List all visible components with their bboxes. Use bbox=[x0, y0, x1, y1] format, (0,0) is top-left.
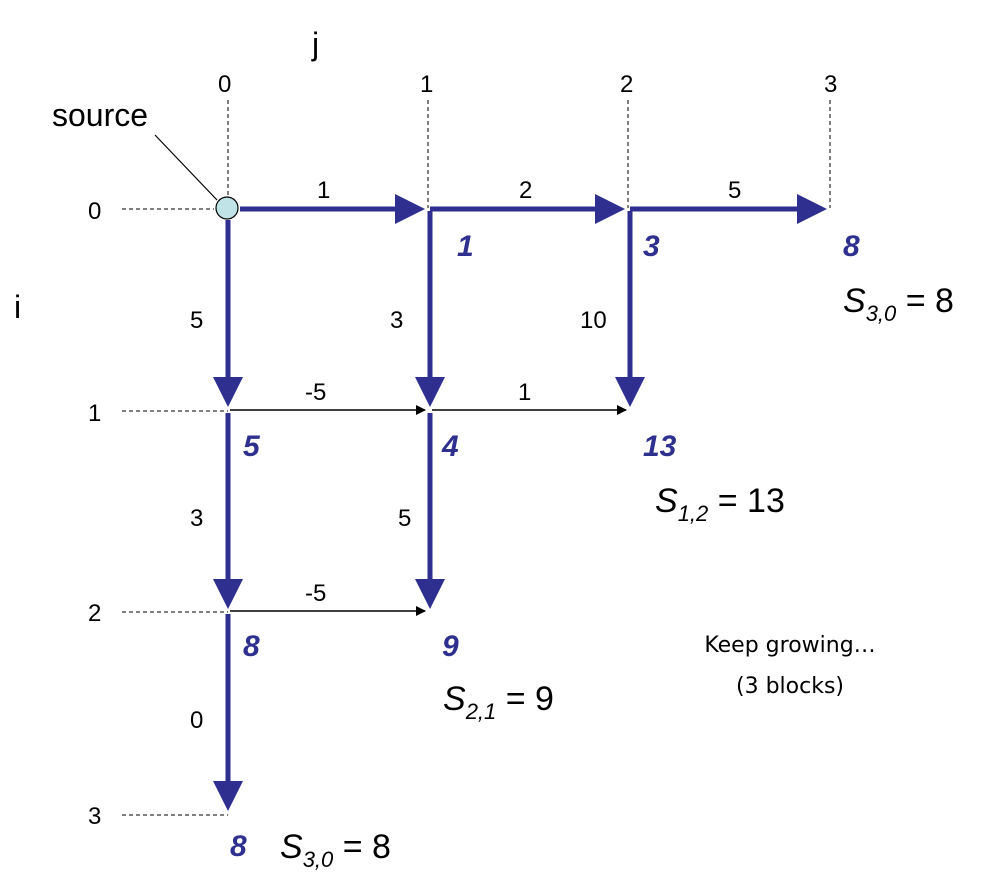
seq-2-letter: S bbox=[655, 482, 678, 520]
weight-v-col1-row0-1: 3 bbox=[390, 307, 403, 334]
seq-1-sub: 3,0 bbox=[866, 301, 897, 326]
weight-v-col0-row2-3: 0 bbox=[190, 707, 203, 734]
j-tick-2: 2 bbox=[620, 71, 633, 98]
seq-2-sub: 1,2 bbox=[678, 501, 709, 526]
seq-3-rest: = 9 bbox=[496, 680, 554, 718]
weight-v-col0-row0-1: 5 bbox=[190, 307, 203, 334]
seq-2-rest: = 13 bbox=[708, 482, 785, 520]
sequence-label-3: S2,1 = 9 bbox=[443, 680, 554, 724]
i-tick-1: 1 bbox=[88, 400, 101, 427]
note-line-1: Keep growing… bbox=[704, 633, 875, 658]
j-axis-label: j bbox=[311, 26, 319, 62]
weight-v-col1-row1-2: 5 bbox=[398, 505, 411, 532]
score-node-0-2: 3 bbox=[643, 230, 660, 263]
score-node-0-1: 1 bbox=[457, 230, 474, 263]
seq-1-letter: S bbox=[843, 282, 866, 320]
weight-h-row0-col2-3: 5 bbox=[728, 177, 741, 204]
weight-h-row1-col1-2: 1 bbox=[518, 379, 531, 406]
weight-v-col0-row1-2: 3 bbox=[190, 505, 203, 532]
score-node-3-0: 8 bbox=[230, 830, 247, 863]
seq-1-rest: = 8 bbox=[896, 282, 954, 320]
j-tick-0: 0 bbox=[218, 71, 231, 98]
i-tick-0: 0 bbox=[88, 198, 101, 225]
seq-3-letter: S bbox=[443, 680, 466, 718]
source-label: source bbox=[52, 97, 148, 133]
j-tick-1: 1 bbox=[420, 71, 433, 98]
i-tick-2: 2 bbox=[88, 600, 101, 627]
score-node-1-2: 13 bbox=[643, 430, 677, 463]
score-node-0-3: 8 bbox=[843, 230, 860, 263]
note-line-2: (3 blocks) bbox=[736, 674, 844, 699]
weight-h-row1-col0-1: -5 bbox=[305, 379, 326, 406]
sequence-label-1: S3,0 = 8 bbox=[843, 282, 954, 326]
weight-h-row0-col1-2: 2 bbox=[519, 177, 532, 204]
weight-h-row0-col0-1: 1 bbox=[317, 177, 330, 204]
score-node-1-0: 5 bbox=[243, 430, 261, 463]
j-tick-3: 3 bbox=[824, 71, 837, 98]
i-tick-3: 3 bbox=[88, 803, 101, 830]
sequence-label-2: S1,2 = 13 bbox=[655, 482, 785, 526]
sequence-label-4: S3,0 = 8 bbox=[280, 828, 391, 872]
score-node-2-1: 9 bbox=[442, 630, 459, 663]
seq-3-sub: 2,1 bbox=[465, 699, 497, 724]
i-axis-label: i bbox=[14, 289, 21, 325]
seq-4-letter: S bbox=[280, 828, 303, 866]
seq-4-sub: 3,0 bbox=[303, 847, 334, 872]
score-node-1-1: 4 bbox=[441, 430, 459, 463]
source-node bbox=[215, 196, 239, 220]
weight-h-row2-col0-1: -5 bbox=[305, 580, 326, 607]
source-pointer bbox=[154, 134, 218, 201]
weight-v-col2-row0-1: 10 bbox=[580, 307, 607, 334]
score-node-2-0: 8 bbox=[243, 630, 260, 663]
seq-4-rest: = 8 bbox=[333, 828, 391, 866]
